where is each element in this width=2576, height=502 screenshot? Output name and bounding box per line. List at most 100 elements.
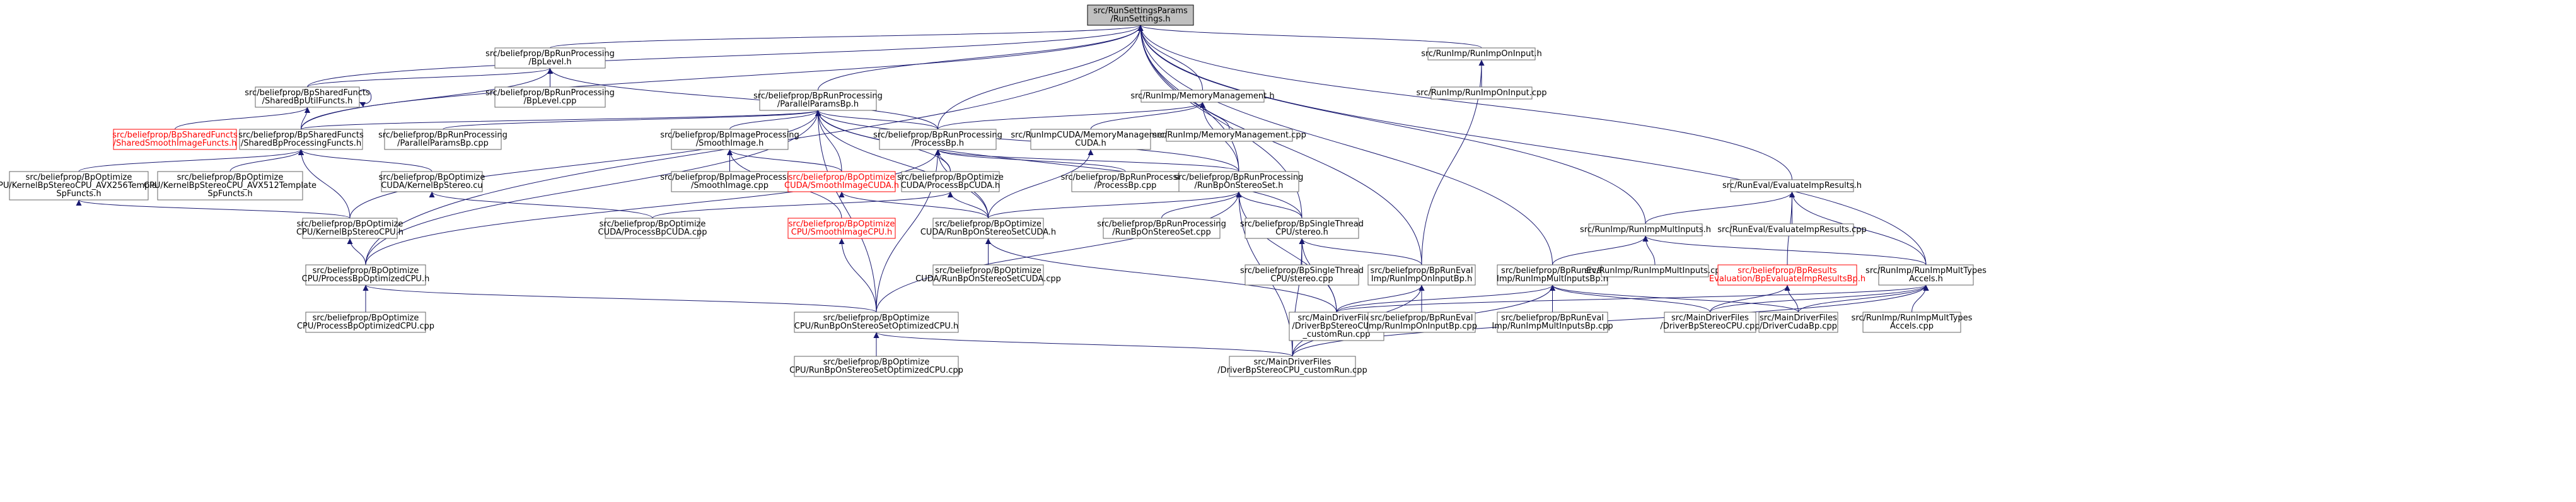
node-box [305,264,426,286]
file-node[interactable]: src/beliefprop/BpRunProcessing/BpLevel.h [485,47,615,69]
dependency-edge [301,25,1144,130]
dependency-edge [985,238,1337,313]
dependency-edge [229,149,304,172]
dependency-edge [1336,284,1425,313]
node-box [605,218,700,239]
node-label-line: src/MainDriverFiles [1671,313,1749,323]
file-node[interactable]: src/beliefprop/BpOptimizeCUDA/KernelBpSt… [379,171,485,192]
file-node[interactable]: src/RunEval/EvaluateImpResults.cpp [1717,223,1867,236]
file-node[interactable]: src/beliefprop/BpOptimizeCPU/SmoothImage… [787,218,896,239]
node-label-line: src/MainDriverFiles [1760,313,1837,323]
file-node[interactable]: src/beliefprop/BpRunEvalImp/RunImpMultIn… [1492,312,1613,333]
node-box [1103,218,1221,239]
node-label-line: Evaluation/BpEvaluateImpResultsBp.h [1709,274,1865,284]
file-node[interactable]: src/beliefprop/BpOptimizeCUDA/ProcessBpC… [897,171,1004,192]
file-node[interactable]: src/beliefprop/BpRunProcessing/ParallelP… [378,129,508,150]
node-box [1730,179,1854,192]
node-box [759,90,877,111]
node-label-line: Accels.h [1909,274,1943,284]
file-node[interactable]: src/RunImp/RunImpOnInput.cpp [1416,86,1547,100]
file-node[interactable]: src/beliefprop/BpOptimizeCPU/RunBpOnSter… [794,312,959,333]
node-box [901,171,1000,192]
node-label-line: src/MainDriverFiles [1254,358,1332,367]
file-node[interactable]: src/beliefprop/BpOptimizeCPU/RunBpOnSter… [789,356,963,377]
node-label-line: _customRun.cpp [1302,330,1370,339]
node-label-line: src/beliefprop/BpRunProcessing [378,131,508,140]
node-label-line: CUDA/KernelBpStereo.cu [381,181,482,190]
file-node[interactable]: src/beliefprop/BpOptimizeCUDA/RunBpOnSte… [915,264,1061,286]
file-node[interactable]: src/beliefprop/BpOptimizeCPU/KernelBpSte… [296,218,403,239]
dependency-edge [347,238,366,266]
dependency-edge [349,110,821,219]
file-node[interactable]: src/beliefprop/BpOptimizeCPU/ProcessBpOp… [302,264,430,286]
dependency-edge [365,149,941,266]
node-label-line: CPU/RunBpOnStereoSetOptimizedCPU.cpp [789,366,963,375]
dependency-edge [1336,284,1555,313]
file-node[interactable]: src/RunImp/RunImpMultInputs.h [1580,223,1711,236]
root-file-node[interactable]: src/RunSettingsParams/RunSettings.h [1087,4,1194,26]
file-node[interactable]: src/beliefprop/BpOptimizeCUDA/RunBpOnSte… [920,218,1056,239]
node-box [932,264,1044,286]
file-node[interactable]: src/RunImp/MemoryManagement.h [1130,90,1275,103]
file-node[interactable]: src/beliefprop/BpRunProcessing/RunBpOnSt… [1175,171,1304,192]
node-label-line: CPU/KernelBpStereoCPU_AVX512Template [144,181,316,190]
node-box [1367,264,1476,286]
file-node[interactable]: src/RunImp/RunImpOnInput.h [1421,47,1542,61]
file-node[interactable]: src/beliefprop/BpOptimizeCPU/ProcessBpOp… [297,312,434,333]
file-node[interactable]: src/beliefprop/BpImageProcessing/SmoothI… [660,171,799,192]
file-node[interactable]: src/beliefprop/BpSingleThreadCPU/stereo.… [1240,218,1364,239]
file-node[interactable]: src/beliefprop/BpOptimizeCPU/KernelBpSte… [144,171,316,201]
file-node[interactable]: src/beliefprop/BpOptimizeCPU/KernelBpSte… [0,171,165,201]
node-label-line: Imp/RunImpMultInputsBp.h [1497,274,1608,284]
node-label-line: src/beliefprop/BpSingleThread [1240,266,1364,276]
file-node[interactable]: src/beliefprop/BpRunEvalImp/RunImpOnInpu… [1366,312,1477,333]
file-node[interactable]: src/beliefprop/BpRunProcessing/ProcessBp… [1061,171,1190,192]
node-label-line: src/beliefprop/BpRunEval [1371,313,1473,323]
file-node[interactable]: src/RunImp/MemoryManagement.cpp [1152,129,1306,142]
file-node[interactable]: src/beliefprop/BpResultsEvaluation/BpEva… [1709,264,1865,286]
file-node[interactable]: src/MainDriverFiles/DriverCudaBp.cpp [1758,312,1838,333]
dependency-edge [359,89,372,107]
file-node[interactable]: src/beliefprop/BpOptimizeCUDA/SmoothImag… [784,171,899,192]
node-box [1588,223,1703,236]
node-box [879,129,997,150]
node-box [1601,264,1709,277]
file-node[interactable]: src/beliefprop/BpImageProcessing/SmoothI… [660,129,799,150]
node-label-line: src/beliefprop/BpOptimize [313,313,419,323]
dependency-edge [1137,25,1422,266]
dependency-edge [1789,191,1927,266]
node-label-line: src/beliefprop/BpOptimize [897,173,1004,182]
node-label-line: src/beliefprop/BpRunProcessing [873,131,1002,140]
file-node[interactable]: src/beliefprop/BpOptimizeCUDA/ProcessBpC… [598,218,707,239]
node-label-line: src/RunImp/RunImpMultInputs.cpp [1584,266,1725,276]
node-label-line: src/beliefprop/BpImageProcessing [660,173,799,182]
file-node[interactable]: src/beliefprop/BpRunEvalImp/RunImpOnInpu… [1367,264,1476,286]
file-node[interactable]: src/beliefprop/BpSharedFuncts/SharedBpPr… [238,129,364,150]
file-node[interactable]: src/RunImp/RunImpMultInputs.cpp [1584,264,1726,277]
node-label-line: src/beliefprop/BpOptimize [823,313,930,323]
file-node[interactable]: src/beliefprop/BpSharedFuncts/SharedBpUt… [245,86,370,108]
file-node[interactable]: src/beliefprop/BpRunProcessing/ProcessBp… [873,129,1002,150]
node-label-line: src/beliefprop/BpRunEval [1501,266,1604,276]
file-node[interactable]: src/beliefprop/BpRunProcessing/RunBpOnSt… [1097,218,1226,239]
file-node[interactable]: src/MainDriverFiles/DriverBpStereoCPU_cu… [1217,356,1367,377]
file-node[interactable]: src/MainDriverFiles/DriverBpStereoCPU.cp… [1660,312,1760,333]
file-node[interactable]: src/beliefprop/BpRunProcessing/ParallelP… [753,90,883,111]
node-label-line: /SharedSmoothImageFuncts.h [113,139,237,148]
file-node[interactable]: src/beliefprop/BpRunProcessing/BpLevel.c… [485,86,615,108]
dependency-edge [838,191,989,219]
dependency-edge [1784,284,1799,313]
node-label-line: src/beliefprop/BpOptimize [313,266,419,276]
node-box [1427,47,1536,61]
dependency-edge [1137,25,1646,225]
file-node[interactable]: src/beliefprop/BpSingleThreadCPU/stereo.… [1240,264,1364,286]
node-box [157,171,303,201]
dependency-edges [76,25,1929,357]
file-node[interactable]: src/beliefprop/BpSharedFuncts/SharedSmoo… [112,129,238,150]
node-label-line: /SharedBpUtilFuncts.h [262,96,353,106]
file-node[interactable]: src/RunEval/EvaluateImpResults.h [1722,179,1862,192]
dependency-edge [1642,235,1927,266]
